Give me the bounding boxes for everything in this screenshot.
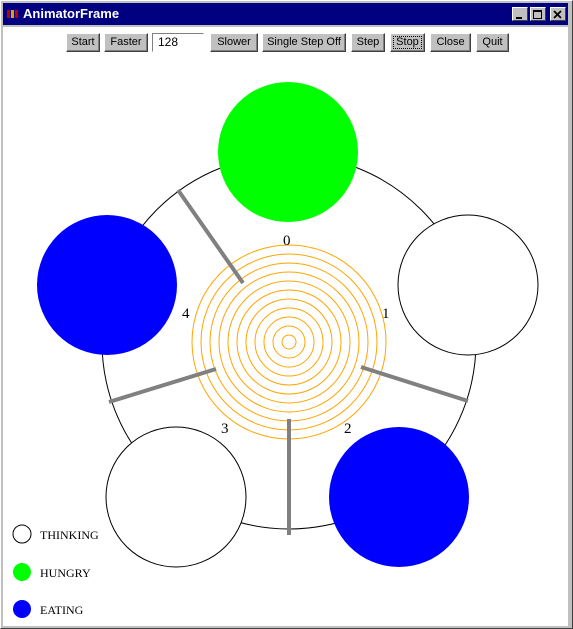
legend-swatch-eating (13, 600, 31, 618)
table-ring (272, 325, 306, 359)
philosopher-4 (37, 215, 177, 355)
fork-1 (360, 365, 469, 403)
table-ring (263, 316, 315, 368)
quit-button[interactable]: Quit (476, 33, 509, 52)
legend-swatch-hungry (13, 563, 31, 581)
table-ring (245, 298, 333, 386)
java-app-icon (6, 8, 20, 20)
philosopher-0 (218, 82, 358, 222)
table-ring (281, 334, 297, 350)
step-button[interactable]: Step (351, 33, 385, 52)
legend: THINKING HUNGRY EATING (12, 524, 99, 618)
legend-label-thinking: THINKING (40, 528, 99, 542)
speed-field[interactable]: 128 (152, 33, 204, 52)
table-ring (254, 307, 324, 377)
window-title: AnimatorFrame (23, 6, 120, 21)
close-button[interactable]: Close (430, 33, 471, 52)
fork-0 (176, 188, 245, 285)
minimize-icon (516, 17, 522, 19)
philosopher-label-4: 4 (182, 306, 190, 322)
legend-label-hungry: HUNGRY (40, 566, 91, 580)
table-ring (191, 244, 387, 440)
close-window-button[interactable] (550, 7, 566, 21)
close-icon (553, 10, 562, 19)
philosopher-label-3: 3 (221, 421, 229, 437)
faster-button[interactable]: Faster (104, 33, 148, 52)
maximize-icon (533, 10, 542, 19)
maximize-button[interactable] (530, 7, 546, 21)
slower-button[interactable]: Slower (210, 33, 258, 52)
single-step-toggle-button[interactable]: Single Step Off (262, 33, 346, 52)
table (191, 244, 387, 440)
philosopher-1 (397, 214, 539, 356)
toolbar: Start Faster 128 Slower Single Step Off … (3, 33, 568, 55)
philosopher-2 (329, 427, 469, 567)
table-ring (218, 271, 360, 413)
client-area: Start Faster 128 Slower Single Step Off … (3, 27, 568, 626)
philosopher-label-0: 0 (283, 233, 291, 249)
philosopher-label-2: 2 (344, 421, 352, 437)
legend-label-eating: EATING (40, 603, 84, 617)
table-ring (200, 253, 378, 431)
minimize-button[interactable] (512, 7, 528, 21)
table-ring (209, 262, 369, 422)
philosopher-3 (105, 426, 247, 568)
table-ring (227, 280, 351, 404)
philosopher-label-1: 1 (382, 306, 390, 322)
table-ring (236, 289, 342, 395)
title-bar[interactable]: AnimatorFrame (3, 3, 568, 25)
start-button[interactable]: Start (66, 33, 100, 52)
stop-button[interactable]: Stop (390, 33, 425, 52)
dining-philosophers-canvas: 0 1 2 3 4 THINKING HUNGRY EATING (12, 82, 539, 618)
legend-swatch-thinking (12, 524, 32, 544)
fork-3 (108, 367, 217, 404)
